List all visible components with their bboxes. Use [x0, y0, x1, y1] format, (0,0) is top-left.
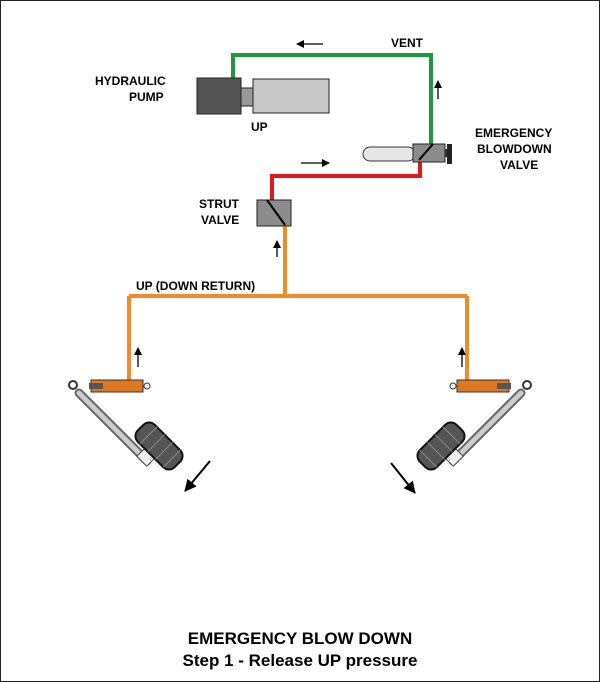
wheel-icon: [134, 421, 184, 471]
pump-label-line2: PUMP: [129, 90, 164, 104]
strut-valve: [256, 199, 292, 227]
ebv-label-line3: VALVE: [500, 158, 538, 172]
ebv-label-line2: BLOWDOWN: [477, 142, 552, 156]
left-landing-gear: [68, 379, 211, 492]
emergency-blowdown-valve: [362, 143, 452, 164]
pump-up-label: UP: [251, 120, 268, 134]
right-landing-gear: [390, 379, 532, 494]
movement-arrow-icon: [390, 462, 416, 494]
vent-line: [231, 53, 433, 151]
pump-label-line1: HYDRAULIC: [95, 74, 166, 88]
up-down-return-label: UP (DOWN RETURN): [136, 279, 255, 293]
strut-label-line2: VALVE: [201, 213, 239, 227]
strut-label-line1: STRUT: [199, 197, 240, 211]
movement-arrow-icon: [184, 460, 211, 492]
diagram-subtitle: Step 1 - Release UP pressure: [183, 651, 418, 670]
vent-label: VENT: [391, 36, 424, 50]
ebv-label-line1: EMERGENCY: [475, 126, 552, 140]
flow-arrow-icons: [134, 40, 466, 367]
pressure-line: [270, 158, 422, 201]
diagram-title: EMERGENCY BLOW DOWN: [188, 629, 412, 648]
hydraulic-pump: [196, 77, 330, 115]
up-return-lines: [127, 223, 469, 381]
wheel-icon: [416, 421, 466, 471]
